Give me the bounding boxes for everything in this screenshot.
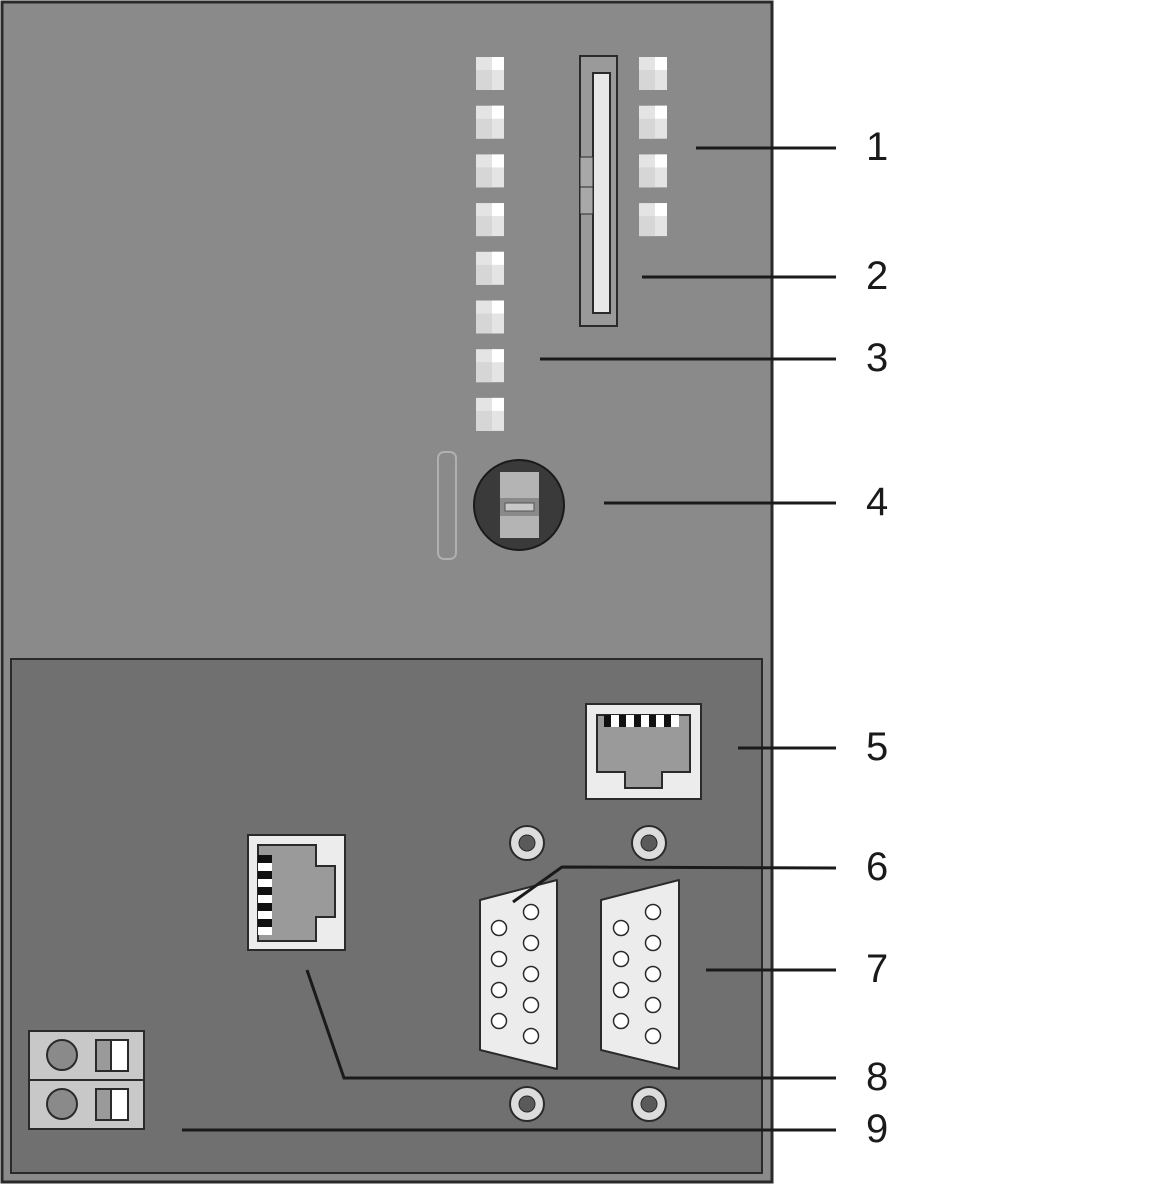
leader-6 [512, 865, 837, 904]
screw-posts [509, 825, 667, 1122]
status-led-right-1 [639, 57, 667, 90]
rj45-left-contact [258, 919, 272, 927]
rj45-left-contact [258, 871, 272, 879]
dsub-connector-left[interactable] [479, 879, 558, 1070]
status-led-left-5 [476, 251, 504, 285]
dsub-left-pin [490, 950, 508, 968]
status-led-left-8 [476, 397, 504, 431]
rj45-top-contact [604, 715, 611, 727]
dsub-right-pin [644, 934, 662, 952]
dsub-right-pin [644, 965, 662, 983]
rj45-socket-top[interactable] [585, 703, 702, 800]
status-led-right-4 [639, 203, 667, 237]
status-led-left-4 [476, 203, 504, 237]
dsub-connector-right[interactable] [600, 879, 680, 1070]
callout-7: 7 [866, 947, 888, 991]
dsub-right-pin [644, 1027, 662, 1045]
dsub-left-pin [490, 1012, 508, 1030]
dsub-right-pin [612, 950, 630, 968]
callout-6: 6 [866, 845, 888, 889]
rj45-top-contact [634, 715, 641, 727]
dsub-left-pin [522, 934, 540, 952]
dsub-left-pin [522, 903, 540, 921]
callout-4: 4 [866, 480, 888, 524]
dsub-left-pin [522, 965, 540, 983]
terminal-screw-1[interactable] [46, 1039, 78, 1071]
dsub-left-pin [522, 1027, 540, 1045]
callout-2: 2 [866, 254, 888, 298]
callout-9: 9 [866, 1107, 888, 1151]
status-led-left-7 [476, 349, 504, 383]
leader-8 [305, 969, 836, 1080]
power-terminal-block[interactable] [28, 1030, 145, 1130]
selector-slot [437, 451, 457, 560]
dsub-right-pin [612, 919, 630, 937]
led-column-left [476, 57, 504, 431]
dsub-left-pin [490, 919, 508, 937]
callout-3: 3 [866, 336, 888, 380]
dsub-right-pin [644, 996, 662, 1014]
callout-1: 1 [866, 125, 888, 169]
rj45-socket-left[interactable] [247, 834, 346, 951]
rj45-left-contact [258, 855, 272, 863]
led-column-right [639, 57, 667, 237]
status-led-left-1 [476, 57, 504, 90]
rj45-left-contact [258, 887, 272, 895]
terminal-screw-2[interactable] [46, 1088, 78, 1120]
mode-selector-switch[interactable] [437, 451, 565, 560]
dsub-right-pin [612, 981, 630, 999]
status-led-left-3 [476, 154, 504, 188]
rj45-top-contact [619, 715, 626, 727]
callout-8: 8 [866, 1055, 888, 1099]
dsub-left-pin [490, 981, 508, 999]
rj45-top-contact [649, 715, 656, 727]
dsub-left-pin [522, 996, 540, 1014]
dsub-right-pin [612, 1012, 630, 1030]
callout-labels: 1 2 3 4 5 6 7 8 9 [866, 125, 888, 1151]
status-led-right-3 [639, 154, 667, 188]
status-led-left-6 [476, 300, 504, 334]
rj45-left-contact [258, 903, 272, 911]
callout-leaders [182, 146, 837, 1132]
dsub-right-pin [644, 903, 662, 921]
memory-card-slot [579, 55, 618, 327]
callout-5: 5 [866, 725, 888, 769]
rj45-top-contact [664, 715, 671, 727]
status-led-right-2 [639, 105, 667, 139]
status-led-left-2 [476, 105, 504, 139]
